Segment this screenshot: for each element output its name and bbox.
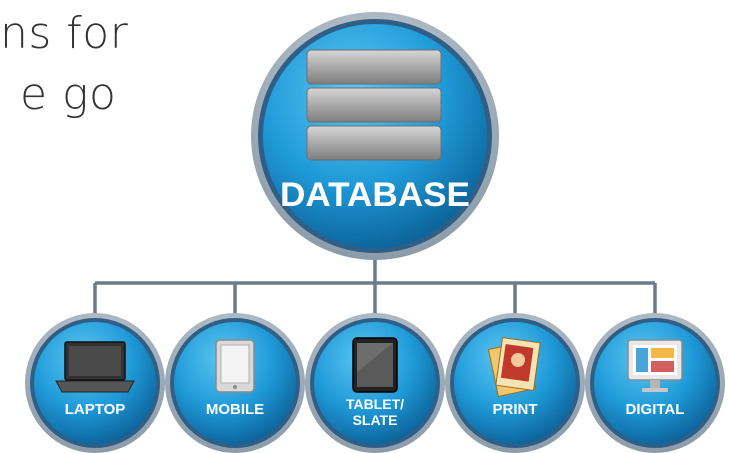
tablet-icon <box>352 337 398 393</box>
print-label: PRINT <box>493 401 538 418</box>
digital-node: DIGITAL <box>585 313 725 453</box>
digital-monitor-icon <box>627 339 683 392</box>
slide-text-fragment: ns for e go <box>0 0 240 140</box>
digital-label: DIGITAL <box>626 401 685 418</box>
tablet-node: TABLET/ SLATE <box>305 313 445 453</box>
slide-text-line-2: e go <box>20 69 117 120</box>
slide-text-line-1: ns for <box>0 8 129 59</box>
print-icon <box>487 337 541 398</box>
tablet-label: TABLET/ <box>346 396 404 412</box>
database-label: DATABASE <box>280 176 470 214</box>
mobile-node: MOBILE <box>165 313 305 453</box>
mobile-icon <box>215 339 255 393</box>
laptop-label: LAPTOP <box>65 401 126 418</box>
mobile-label: MOBILE <box>206 401 264 418</box>
database-node: DATABASE <box>251 12 499 260</box>
print-node: PRINT <box>445 313 585 453</box>
database-icon <box>306 49 442 161</box>
laptop-icon <box>55 341 135 393</box>
laptop-node: LAPTOP <box>25 313 165 453</box>
tablet-label-line-2: SLATE <box>353 412 398 428</box>
